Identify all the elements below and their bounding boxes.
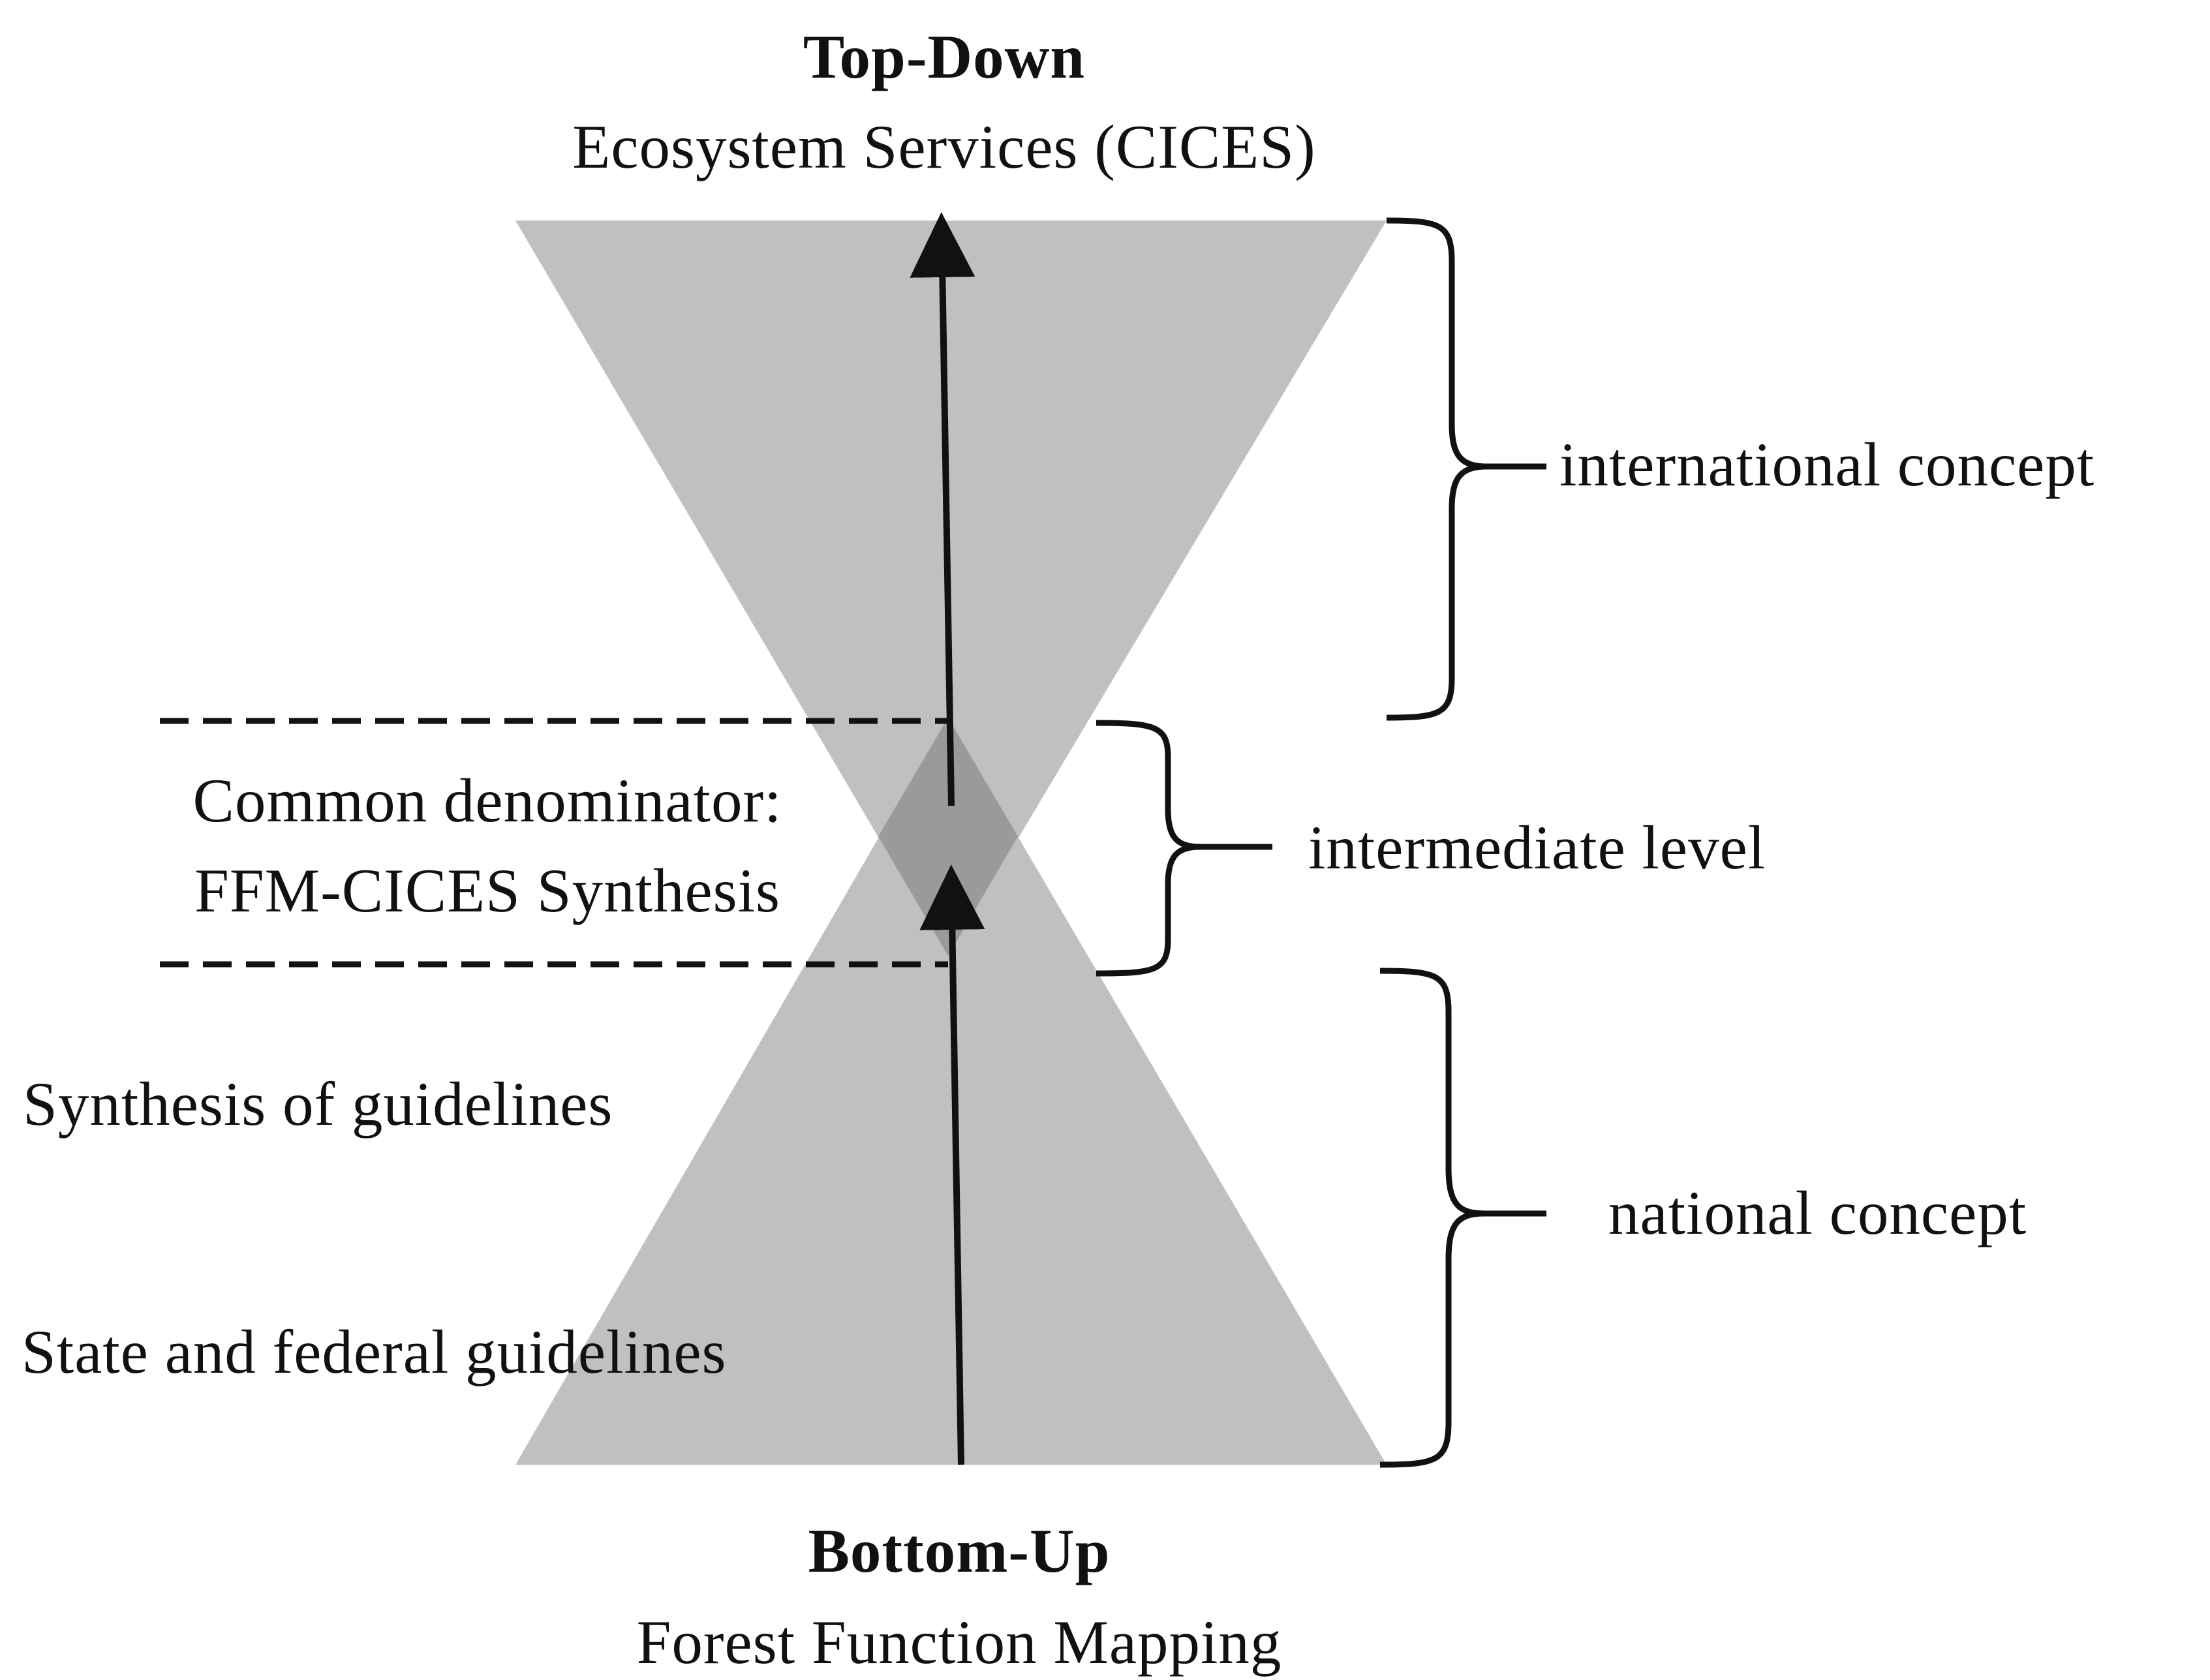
brace-national [1379,968,1546,1468]
top-triangle [515,221,1387,956]
overlap-diamond [878,718,1018,956]
brace-intermediate [1096,720,1272,977]
common-denominator-label: Common denominator: [192,766,782,835]
brace-international [1386,217,1546,721]
ffm-cices-synthesis-label: FFM-CICES Synthesis [194,856,780,925]
top-down-title: Top-Down [803,22,1086,91]
bottom-triangle [515,718,1387,1465]
arrow-bottom-up [919,864,985,1465]
international-concept-label: international concept [1559,430,2095,499]
top-down-subtitle: Ecosystem Services (CICES) [572,112,1316,181]
bottom-up-subtitle: Forest Function Mapping [636,1608,1282,1677]
arrow-top-down [910,212,975,806]
synthesis-of-guidelines-label: Synthesis of guidelines [23,1069,613,1138]
bottom-up-title: Bottom-Up [808,1516,1111,1585]
state-federal-guidelines-label: State and federal guidelines [22,1317,727,1386]
national-concept-label: national concept [1608,1178,2027,1247]
intermediate-level-label: intermediate level [1308,813,1766,882]
